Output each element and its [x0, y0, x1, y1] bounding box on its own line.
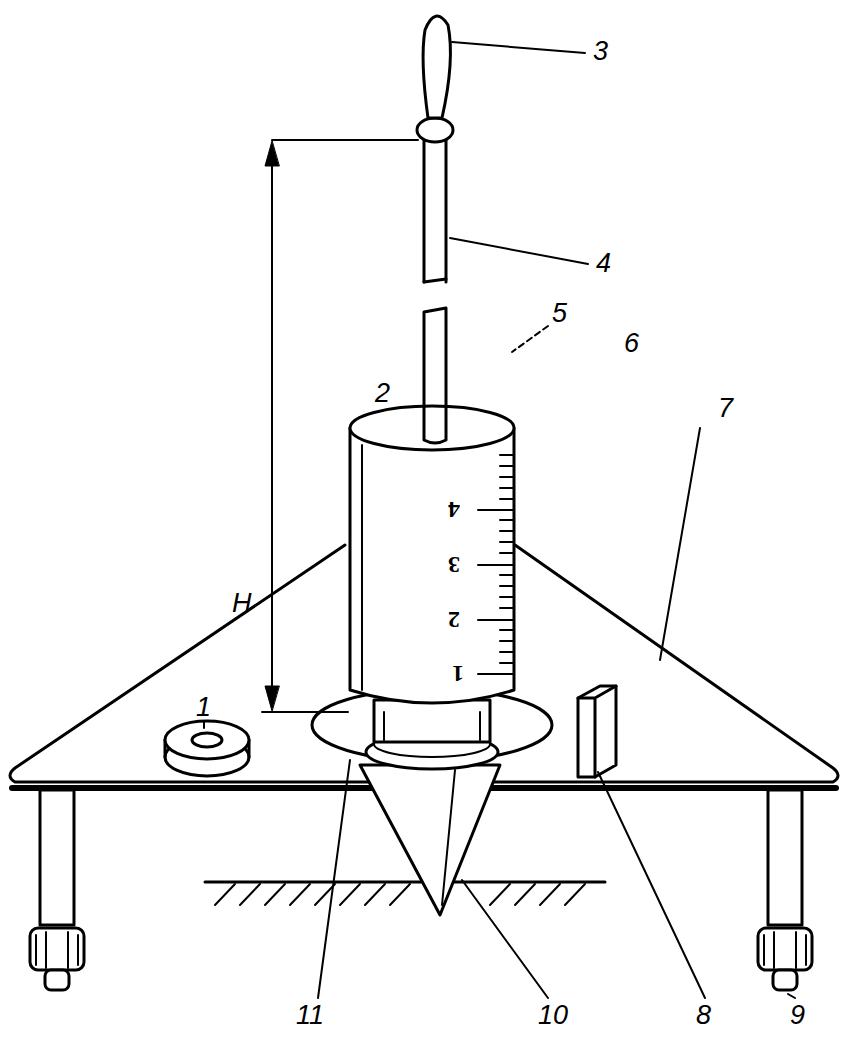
scale-digit: 4	[448, 498, 460, 522]
callout-number: 11	[296, 1002, 324, 1029]
callout-number: 1	[196, 694, 211, 721]
callout-number: 3	[593, 38, 608, 65]
callout-number: 4	[596, 250, 611, 277]
scale-digit: 2	[448, 608, 460, 632]
scale-digit: 1	[452, 662, 464, 686]
callout-number: 10	[538, 1002, 568, 1029]
callout-number: 6	[624, 330, 639, 357]
callout-number: 9	[790, 1002, 805, 1029]
scale-digit: 3	[448, 553, 460, 577]
callout-number: 2	[375, 380, 390, 407]
dimension-label: H	[232, 590, 252, 617]
callout-number: 5	[552, 300, 567, 327]
callout-number: 7	[718, 395, 733, 422]
callout-number: 8	[696, 1002, 711, 1029]
